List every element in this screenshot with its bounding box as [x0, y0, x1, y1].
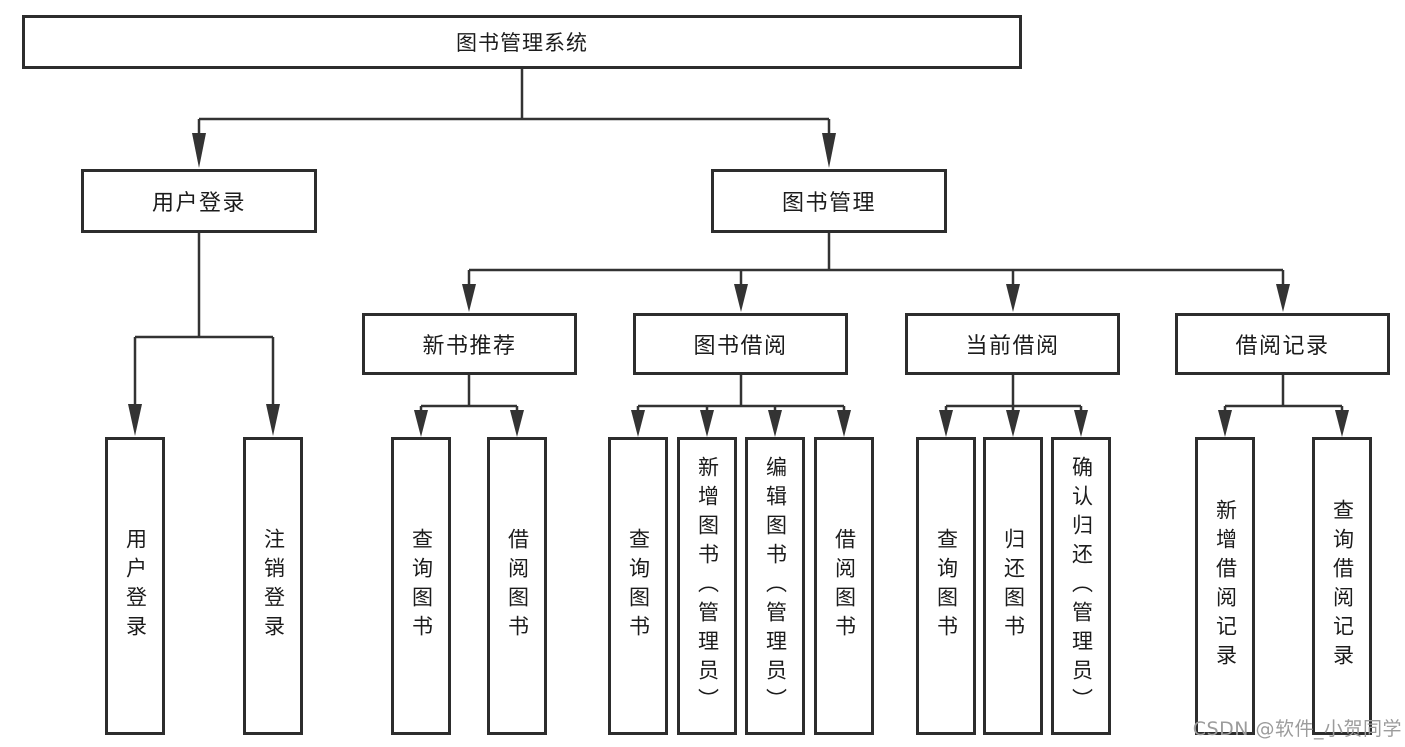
node-borrow-records: 借阅记录: [1175, 313, 1390, 375]
connector-borrow-records: [1218, 375, 1349, 437]
node-root: 图书管理系统: [22, 15, 1022, 69]
leaf-br-add-record: 新增借阅记录: [1195, 437, 1255, 735]
connector-new-book-recommend: [414, 375, 524, 437]
leaf-user-login: 用户登录: [105, 437, 165, 735]
leaf-bb-edit-books-admin: 编辑图书（管理员）: [745, 437, 805, 735]
node-new-book-recommend: 新书推荐: [362, 313, 577, 375]
connector-current-borrow: [939, 375, 1088, 437]
connector-user-login: [128, 233, 280, 436]
leaf-bb-add-books-admin: 新增图书（管理员）: [677, 437, 737, 735]
node-user-login: 用户登录: [81, 169, 317, 233]
node-book-borrow: 图书借阅: [633, 313, 848, 375]
node-book-management: 图书管理: [711, 169, 947, 233]
connector-book-borrow: [631, 375, 851, 437]
leaf-cb-return-books: 归还图书: [983, 437, 1043, 735]
connector-book-management: [462, 233, 1290, 312]
leaf-nbr-borrow-books: 借阅图书: [487, 437, 547, 735]
connector-root: [192, 69, 836, 168]
leaf-bb-borrow-books: 借阅图书: [814, 437, 874, 735]
leaf-br-query-record: 查询借阅记录: [1312, 437, 1372, 735]
leaf-cb-confirm-return-admin: 确认归还（管理员）: [1051, 437, 1111, 735]
leaf-bb-query-books: 查询图书: [608, 437, 668, 735]
watermark: CSDN @软件_小贺同学: [1192, 718, 1402, 740]
node-current-borrow: 当前借阅: [905, 313, 1120, 375]
leaf-cb-query-books: 查询图书: [916, 437, 976, 735]
leaf-nbr-query-books: 查询图书: [391, 437, 451, 735]
leaf-logout: 注销登录: [243, 437, 303, 735]
